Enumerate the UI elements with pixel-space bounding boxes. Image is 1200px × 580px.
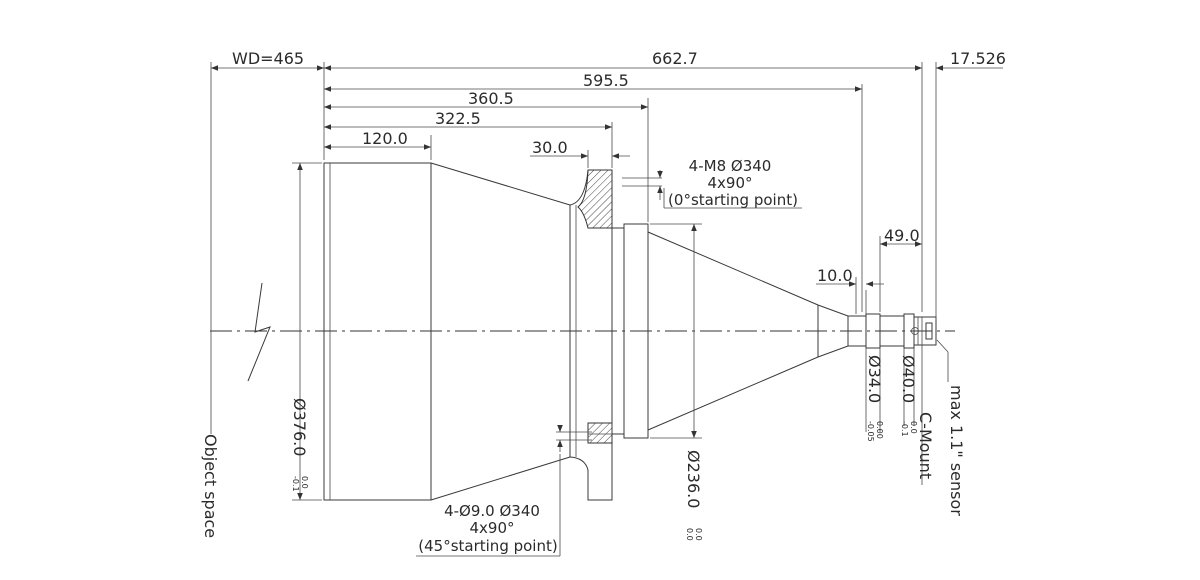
label-object-space: Object space — [201, 434, 220, 538]
dim-flange-30: 30.0 — [532, 138, 568, 157]
dim-dia-34-group: Ø34.0 0.00 -0.05 — [865, 355, 884, 442]
bottom-hole-note-line1: 4-Ø9.0 Ø340 — [444, 502, 540, 520]
extension-lines — [210, 62, 949, 501]
top-hole-note-line2: 4x90° — [707, 174, 752, 192]
dim-length-120: 120.0 — [362, 129, 408, 148]
dim-dia-376: Ø376.0 — [290, 398, 309, 456]
tol-dia-34-upper: 0.00 — [875, 421, 884, 439]
top-hole-note-line3: (0°starting point) — [668, 191, 798, 209]
dim-dia-34: Ø34.0 — [865, 355, 884, 403]
dim-dia-40: Ø40.0 — [899, 355, 918, 403]
dimension-arrows — [211, 65, 1003, 500]
dim-sensor-17: 17.526 — [950, 49, 1006, 68]
dim-length-360: 360.5 — [468, 89, 514, 108]
label-c-mount: C-Mount — [916, 412, 935, 479]
dim-dia-40-group: Ø40.0 0.0 -0.1 — [899, 355, 918, 437]
tol-dia-376-upper: 0.0 — [300, 476, 309, 489]
bottom-hole-note: 4-Ø9.0 Ø340 4x90° (45°starting point) — [416, 454, 561, 557]
dim-back-10: 10.0 — [817, 266, 853, 285]
tol-dia-376-lower: -0.1 — [291, 476, 300, 492]
label-sensor: max 1.1" sensor — [947, 385, 966, 516]
dim-working-distance: WD=465 — [232, 49, 304, 68]
dim-total-length: 662.7 — [652, 49, 698, 68]
dim-dia-376-group: Ø376.0 0.0 -0.1 — [290, 398, 309, 492]
dim-back-49: 49.0 — [884, 226, 920, 245]
dim-length-595: 595.5 — [583, 71, 629, 90]
tol-dia-236-lower: 0.0 — [685, 528, 694, 541]
dim-dia-236: Ø236.0 — [684, 450, 703, 508]
lens-body — [323, 162, 937, 501]
tol-dia-236-upper: 0.0 — [694, 528, 703, 541]
tol-dia-40-upper: 0.0 — [909, 421, 918, 434]
bottom-hole-note-line2: 4x90° — [469, 519, 514, 537]
dim-length-322: 322.5 — [435, 109, 481, 128]
tol-dia-40-lower: -0.1 — [900, 421, 909, 437]
dim-dia-236-group: Ø236.0 0.0 0.0 — [684, 450, 703, 541]
top-threaded-hole-section — [577, 169, 613, 229]
top-hole-note-line1: 4-M8 Ø340 — [689, 157, 772, 175]
break-line — [247, 282, 271, 382]
top-hole-note: 4-M8 Ø340 4x90° (0°starting point) — [663, 157, 802, 209]
tol-dia-34-lower: -0.05 — [866, 421, 875, 442]
bottom-hole-note-line3: (45°starting point) — [418, 537, 557, 555]
